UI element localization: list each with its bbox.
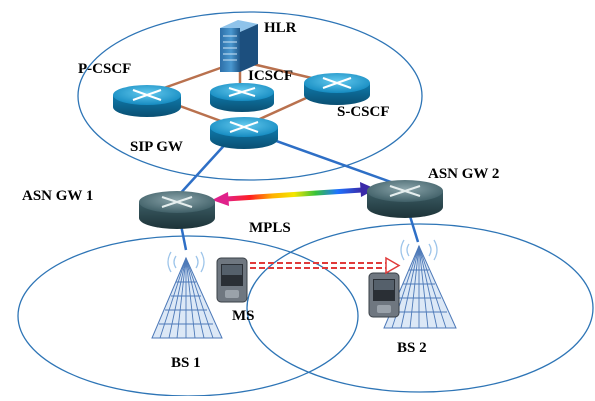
mpls-link (212, 182, 376, 206)
sip-gw-router-icon (210, 117, 278, 149)
asn-gw-1-router-icon (139, 191, 215, 229)
ms-label: MS (232, 308, 255, 324)
ms-pda-icon (216, 257, 248, 303)
bs-1-tower-icon (151, 251, 223, 339)
cell-2-ellipse (246, 223, 594, 393)
s-cscf-router-icon (304, 73, 370, 105)
core-network-ellipse (77, 11, 423, 181)
s-cscf-label: S-CSCF (337, 104, 390, 120)
asn-gw-1-label: ASN GW 1 (22, 188, 93, 204)
wireless-signal-icon (167, 251, 205, 273)
handover-arrow (250, 256, 401, 275)
sip-gw-label: SIP GW (130, 139, 183, 155)
bs-2-tower-icon (383, 239, 457, 329)
bs-1-label: BS 1 (171, 355, 201, 371)
asn-gw-2-router-icon (367, 180, 443, 218)
wireless-signal-icon (400, 239, 438, 261)
asn-gw-2-label: ASN GW 2 (428, 166, 499, 182)
p-cscf-router-icon (113, 85, 181, 117)
i-cscf-label: ICSCF (248, 68, 293, 84)
i-cscf-router-icon (210, 83, 274, 112)
ms-handover-pda-icon (368, 272, 400, 318)
p-cscf-label: P-CSCF (78, 61, 131, 77)
server-icon (220, 20, 258, 72)
hlr-label: HLR (264, 20, 297, 36)
bs-2-label: BS 2 (397, 340, 427, 356)
mpls-label: MPLS (249, 220, 291, 236)
